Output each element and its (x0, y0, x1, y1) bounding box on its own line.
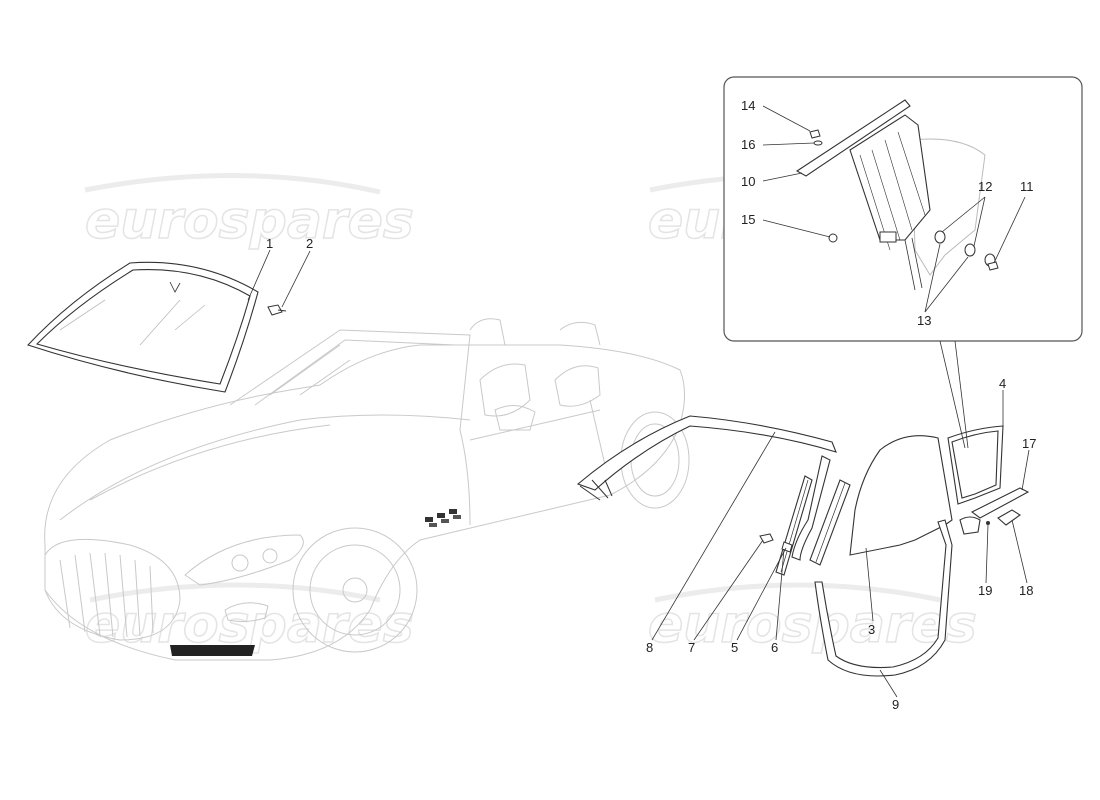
watermark-top-left: eurospares (84, 173, 415, 252)
callout-5: 5 (731, 640, 738, 655)
seal-bracket-part (997, 509, 1021, 526)
callout-14: 14 (741, 98, 755, 113)
car-illustration (44, 318, 690, 661)
leader-lines (247, 105, 1030, 698)
callout-7: 7 (688, 640, 695, 655)
callout-4: 4 (999, 376, 1006, 391)
callout-9: 9 (892, 697, 899, 712)
seal-screw-part (986, 521, 990, 525)
door-top-seal-part (576, 415, 837, 501)
callout-11: 11 (1020, 179, 1034, 194)
windscreen-clip-part (267, 304, 287, 316)
callout-8: 8 (646, 640, 653, 655)
callout-2: 2 (306, 236, 313, 251)
callout-16: 16 (741, 137, 755, 152)
door-seal-part (814, 519, 953, 677)
windscreen-part (27, 261, 259, 393)
callout-6: 6 (771, 640, 778, 655)
svg-text:eurospares: eurospares (85, 191, 414, 251)
callout-13: 13 (917, 313, 931, 328)
callout-18: 18 (1019, 583, 1033, 598)
callout-labels: 1 2 3 4 5 6 7 8 9 10 11 12 13 14 15 16 1… (266, 98, 1036, 712)
svg-text:eurospares: eurospares (648, 595, 977, 655)
callout-10: 10 (741, 174, 755, 189)
watermark-bottom-right: eurospares (647, 582, 978, 656)
car-accents (170, 509, 461, 656)
inset-screw-14 (809, 129, 821, 139)
pillar-seal-part (791, 455, 851, 566)
inset-nut-15 (828, 233, 838, 243)
door-glass-part (849, 435, 953, 556)
callout-1: 1 (266, 236, 273, 251)
callout-12: 12 (978, 179, 992, 194)
watermark-bottom-left: eurospares (84, 582, 415, 656)
callout-15: 15 (741, 212, 755, 227)
quarter-glass-part (947, 425, 1004, 505)
inset-washer-16 (813, 140, 823, 146)
callout-17: 17 (1022, 436, 1036, 451)
quarter-glass-seal-part (959, 487, 1030, 535)
window-regulator-part (795, 99, 986, 291)
inset-bolt-11 (987, 261, 999, 271)
callout-19: 19 (978, 583, 992, 598)
callout-3: 3 (868, 622, 875, 637)
